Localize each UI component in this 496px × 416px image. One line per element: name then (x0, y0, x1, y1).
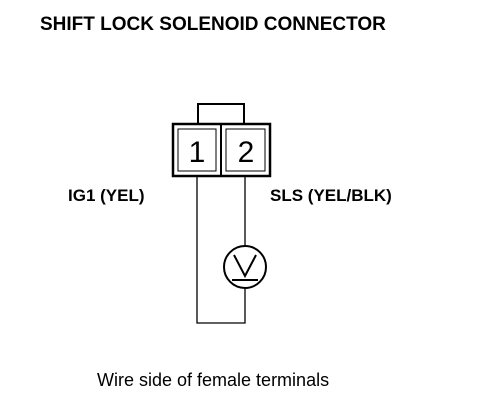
pin-2-cavity (225, 128, 266, 172)
pin-2-wire-label: SLS (YEL/BLK) (270, 186, 392, 205)
voltmeter-icon (223, 245, 267, 289)
diagram-title: SHIFT LOCK SOLENOID CONNECTOR (40, 14, 386, 35)
diagram-caption: Wire side of female terminals (97, 370, 330, 390)
pin-2-number: 2 (238, 136, 255, 169)
wire-pin-1 (196, 176, 246, 324)
pin-1-wire-label: IG1 (YEL) (68, 186, 145, 205)
pin-1-number: 1 (189, 136, 206, 169)
connector-lock-tab (197, 103, 245, 125)
pin-1-cavity (177, 128, 217, 172)
